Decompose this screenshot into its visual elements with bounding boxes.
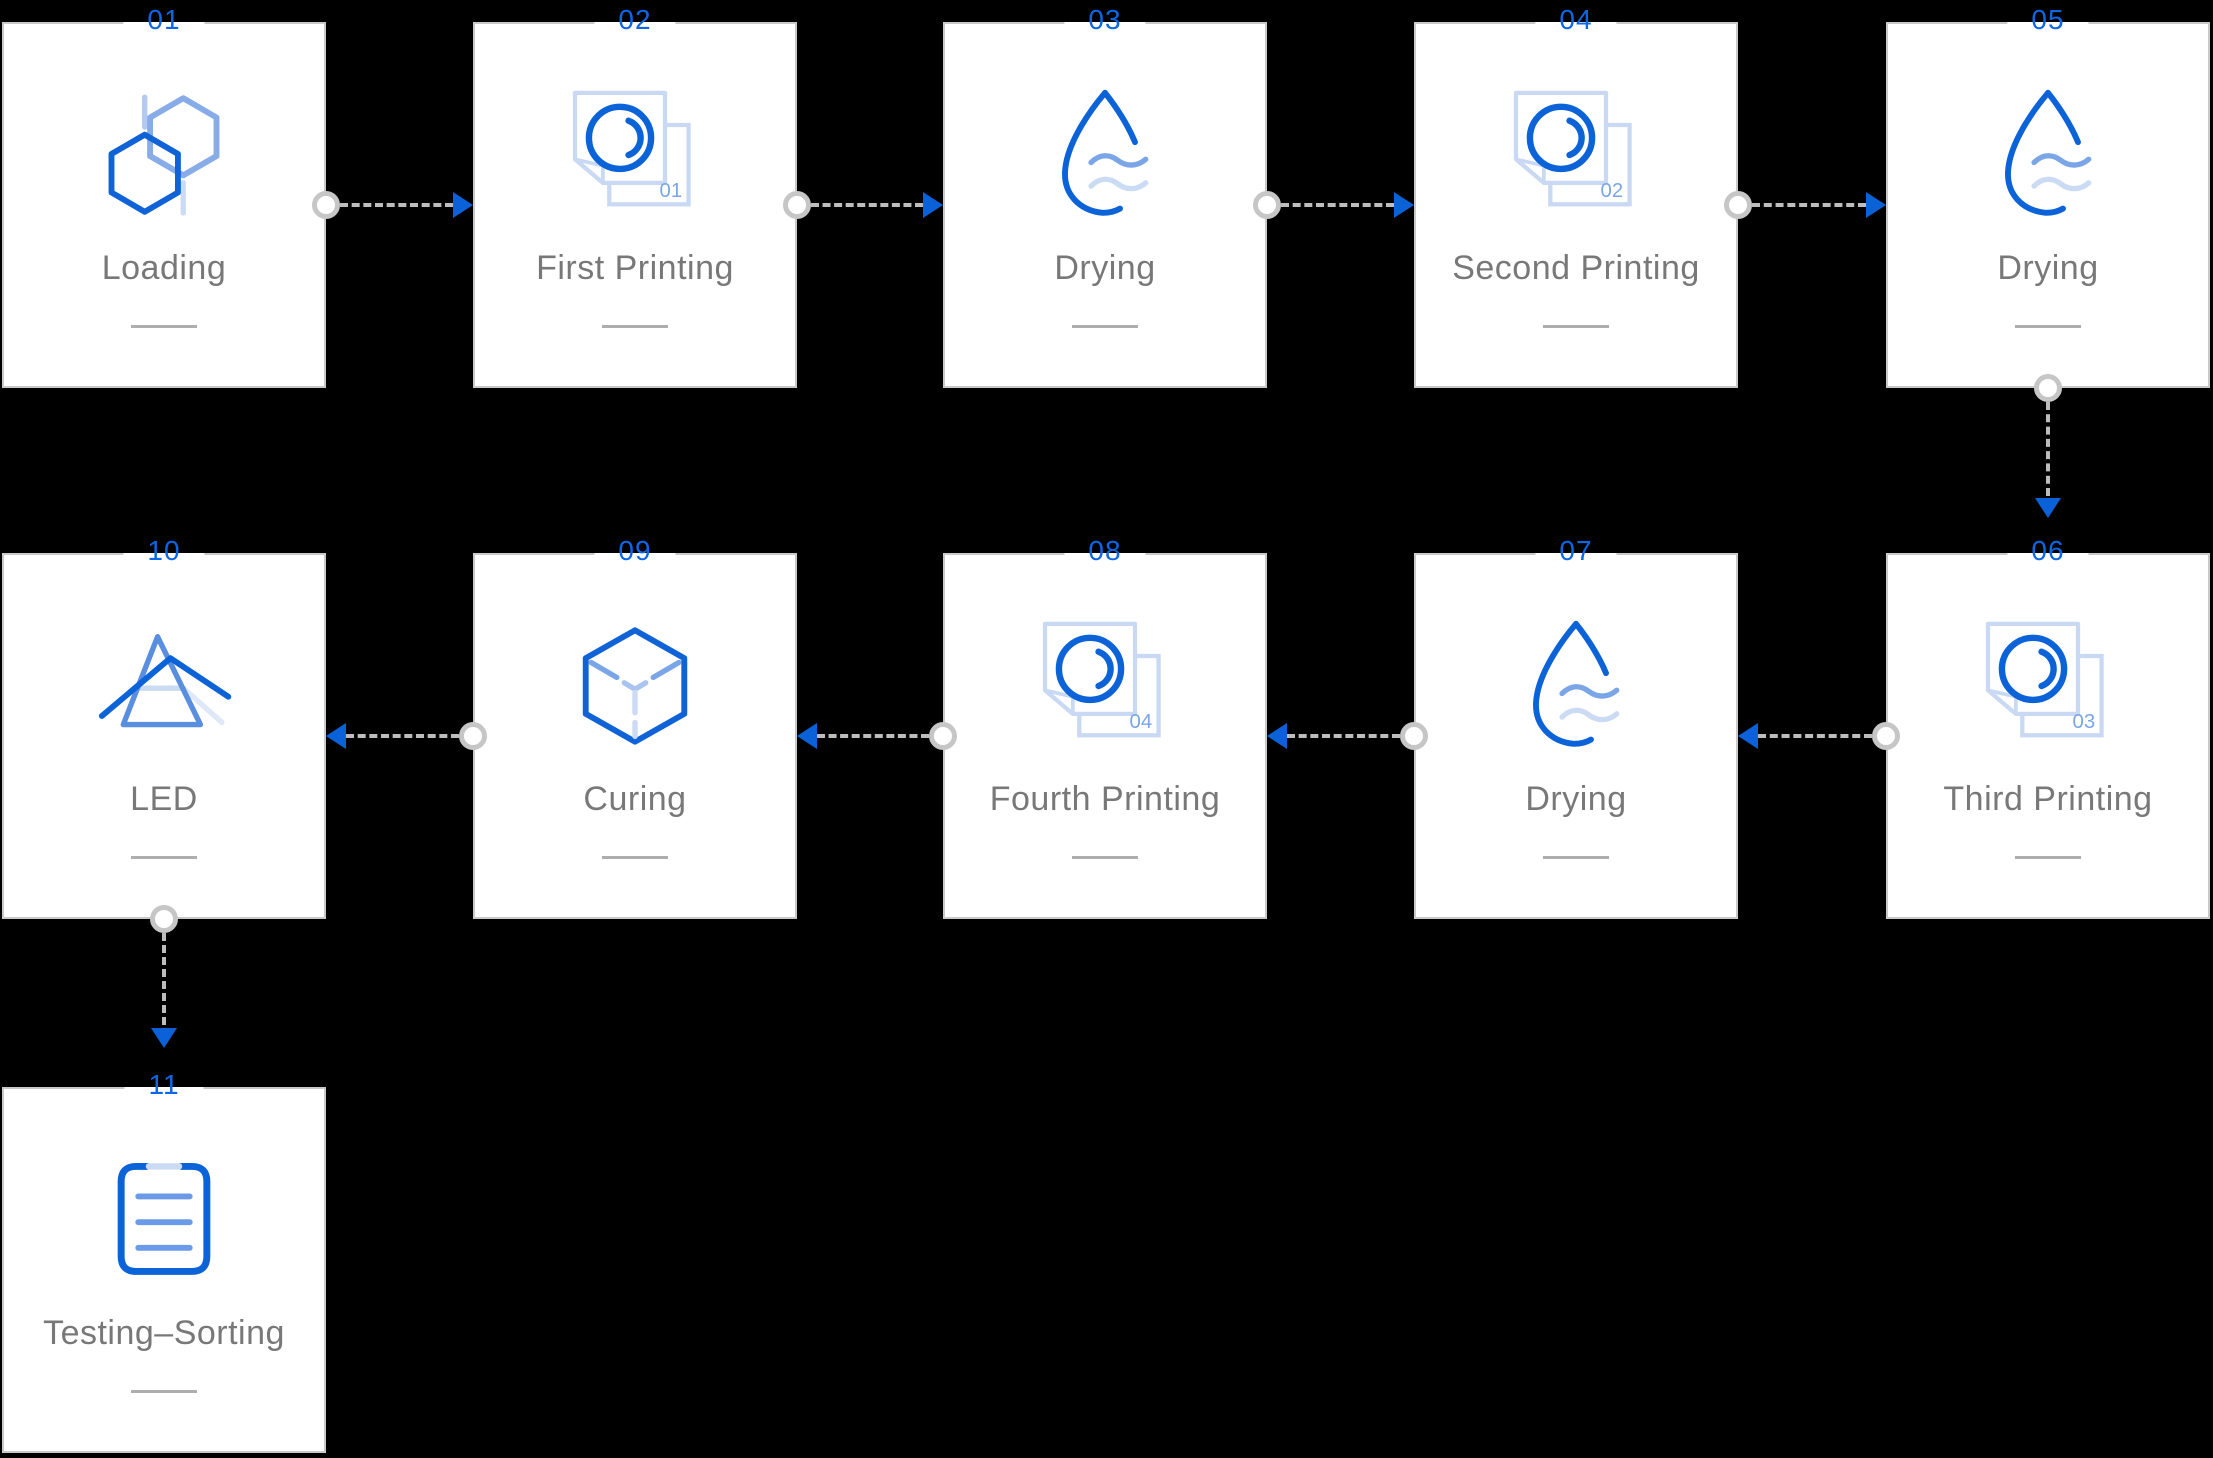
connector-line: [1281, 203, 1394, 207]
label-underline: [1072, 325, 1138, 328]
connector-dot: [929, 722, 957, 750]
step-number: 10: [123, 533, 205, 570]
step-number: 04: [1535, 2, 1617, 39]
label-underline: [131, 1390, 197, 1393]
connector-line: [1758, 734, 1872, 738]
step-label: Curing: [583, 780, 687, 818]
connector-line: [817, 734, 929, 738]
step-card-09: 09 Curing: [473, 533, 797, 919]
connector-arrowhead: [2035, 498, 2061, 518]
connector-line: [162, 933, 166, 1025]
connector-arrowhead: [1267, 723, 1287, 749]
connector-dot: [1724, 191, 1752, 219]
label-underline: [602, 856, 668, 859]
label-underline: [1543, 856, 1609, 859]
connector-arrowhead: [1866, 192, 1886, 218]
connector-line: [340, 203, 453, 207]
label-underline: [1072, 856, 1138, 859]
step-label: Drying: [1054, 249, 1156, 287]
clipboard-icon: [89, 1145, 239, 1295]
connector-arrowhead: [797, 723, 817, 749]
step-label: Second Printing: [1452, 249, 1700, 287]
printing-icon: 04: [1030, 611, 1180, 761]
connector-line: [346, 734, 459, 738]
badge-number: 04: [1130, 711, 1153, 733]
connector-arrowhead: [923, 192, 943, 218]
step-number: 07: [1535, 533, 1617, 570]
connector-arrowhead: [1394, 192, 1414, 218]
label-underline: [2015, 856, 2081, 859]
connector-arrowhead: [326, 723, 346, 749]
step-label: Drying: [1997, 249, 2099, 287]
connector-dot: [312, 191, 340, 219]
step-card-04: 04 02 Second Printing: [1414, 2, 1738, 388]
connector-dot: [1400, 722, 1428, 750]
step-card-05: 05 Drying: [1886, 2, 2210, 388]
step-card-10: 10 LED: [2, 533, 326, 919]
step-number: 08: [1064, 533, 1146, 570]
step-card-06: 06 03 Third Printing: [1886, 533, 2210, 919]
label-underline: [131, 325, 197, 328]
step-number: 01: [123, 2, 205, 39]
cube-icon: [560, 611, 710, 761]
droplet-icon: [1973, 80, 2123, 230]
step-card-02: 02 01 First Printing: [473, 2, 797, 388]
step-card-08: 08 04 Fourth Printing: [943, 533, 1267, 919]
printing-icon: 01: [560, 80, 710, 230]
label-underline: [1543, 325, 1609, 328]
droplet-icon: [1030, 80, 1180, 230]
step-label: LED: [130, 780, 198, 818]
badge-number: 02: [1601, 180, 1624, 202]
step-number: 05: [2007, 2, 2089, 39]
step-label: First Printing: [536, 249, 734, 287]
step-card-01: 01 Loading: [2, 2, 326, 388]
step-card-07: 07 Drying: [1414, 533, 1738, 919]
step-number: 02: [594, 2, 676, 39]
connector-dot: [2034, 374, 2062, 402]
connector-dot: [783, 191, 811, 219]
step-label: Testing–Sorting: [43, 1314, 285, 1352]
step-number: 09: [594, 533, 676, 570]
connector-dot: [150, 905, 178, 933]
connector-line: [1287, 734, 1400, 738]
step-card-11: 11 Testing–Sorting: [2, 1067, 326, 1453]
label-underline: [131, 856, 197, 859]
connector-arrowhead: [151, 1028, 177, 1048]
connector-dot: [1872, 722, 1900, 750]
step-number: 03: [1064, 2, 1146, 39]
label-underline: [2015, 325, 2081, 328]
connector-dot: [459, 722, 487, 750]
prism-icon: [89, 611, 239, 761]
connector-arrowhead: [1738, 723, 1758, 749]
connector-line: [1752, 203, 1866, 207]
connector-arrowhead: [453, 192, 473, 218]
printing-icon: 03: [1973, 611, 2123, 761]
connector-line: [2046, 402, 2050, 496]
droplet-icon: [1501, 611, 1651, 761]
step-number: 11: [124, 1067, 204, 1104]
molecule-icon: [89, 80, 239, 230]
printing-icon: 02: [1501, 80, 1651, 230]
step-number: 06: [2007, 533, 2089, 570]
step-label: Loading: [101, 249, 227, 287]
badge-number: 03: [2073, 711, 2096, 733]
badge-number: 01: [660, 180, 683, 202]
step-label: Third Printing: [1943, 780, 2153, 818]
step-label: Fourth Printing: [989, 780, 1221, 818]
label-underline: [602, 325, 668, 328]
connector-dot: [1253, 191, 1281, 219]
connector-line: [811, 203, 923, 207]
step-label: Drying: [1525, 780, 1627, 818]
step-card-03: 03 Drying: [943, 2, 1267, 388]
